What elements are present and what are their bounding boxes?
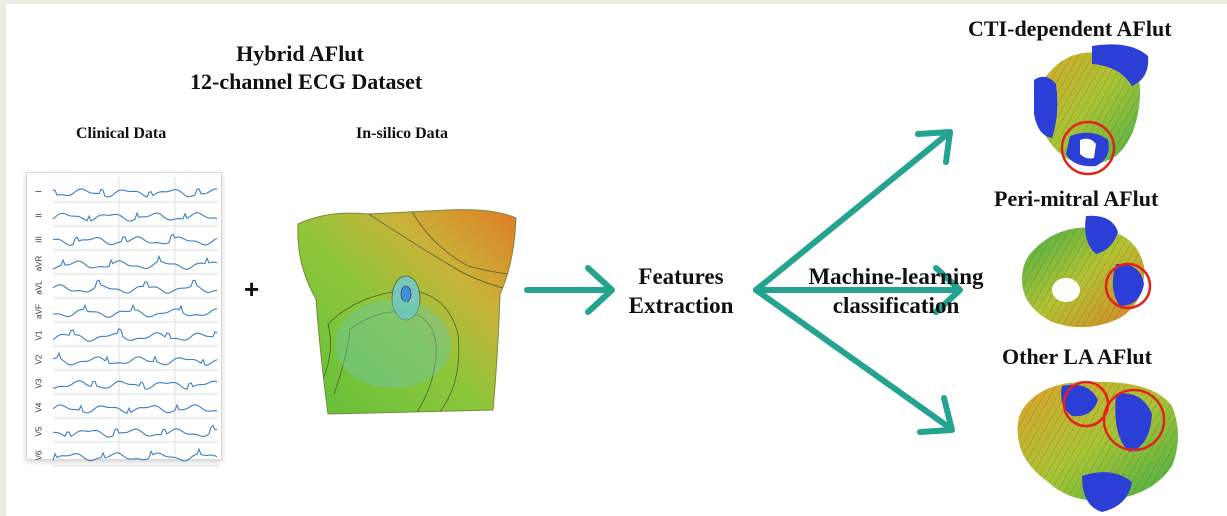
ecg-trace-V1: [52, 328, 218, 342]
ecg-trace-V2: [52, 351, 218, 366]
atrium-model-perimitral: [1022, 215, 1152, 328]
ecg-trace-aVL: [52, 279, 218, 294]
ecg-trace-aVF: [52, 303, 218, 318]
features-line2: Extraction: [628, 293, 734, 318]
ecg-trace-V5: [52, 424, 218, 438]
ecg-traces: [52, 177, 219, 467]
ecg-trace-III: [52, 233, 218, 246]
ecg-trace-I: [53, 188, 218, 198]
plus-sign: +: [244, 274, 260, 304]
highlight-circle: [1104, 262, 1152, 310]
arrow-to-other-class: [753, 287, 955, 435]
ml-line2: classification: [832, 293, 960, 318]
arrow-to-cti-class: [753, 129, 953, 293]
highlight-circle: [1060, 120, 1116, 176]
clinical-data-label: Clinical Data: [76, 125, 167, 142]
class-title-cti: CTI-dependent AFlut: [968, 16, 1172, 41]
ecg-trace-aVR: [52, 254, 218, 270]
ml-line1: Machine-learning: [808, 264, 984, 289]
ecg-trace-V3: [52, 380, 218, 390]
class-title-other: Other LA AFlut: [1002, 344, 1152, 369]
ecg-trace-V4: [52, 403, 218, 414]
ecg-trace-V6: [52, 447, 218, 462]
dataset-title-line2: 12-channel ECG Dataset: [190, 69, 423, 94]
arrow-to-features: [524, 265, 615, 315]
ecg-trace-II: [52, 211, 218, 222]
torso-body-surface-map: [297, 209, 517, 415]
features-extraction-label: Features Extraction: [614, 262, 748, 320]
highlight-circle: [1102, 388, 1166, 452]
class-title-perimitral: Peri-mitral AFlut: [994, 186, 1159, 211]
ml-classification-label: Machine-learning classification: [790, 262, 1002, 320]
dataset-title-line1: Hybrid AFlut: [236, 41, 364, 66]
features-line1: Features: [638, 264, 724, 289]
insilico-data-label: In-silico Data: [356, 125, 448, 142]
atrium-model-other: [1017, 380, 1178, 512]
atrium-model-cti: [1034, 44, 1149, 176]
arrow-to-perimitral-class: [753, 265, 963, 315]
dataset-title: Hybrid AFlut 12-channel ECG Dataset: [190, 40, 423, 96]
